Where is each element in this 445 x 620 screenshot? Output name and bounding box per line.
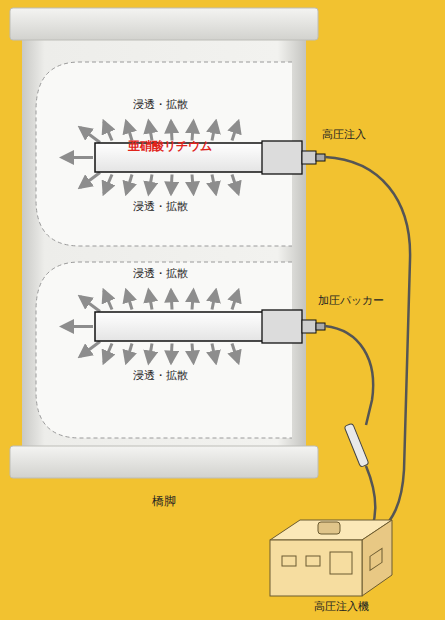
diffusion-arrow [212, 175, 216, 194]
pier-body [22, 38, 306, 448]
injection-machine: 高圧注入機 [270, 520, 392, 596]
diffusion-arrow [232, 344, 238, 363]
diffusion-arrow [126, 291, 132, 310]
diffusion-arrow [212, 291, 216, 310]
diffusion-arrow [212, 344, 216, 363]
diffusion-arrow [149, 291, 152, 310]
diffusion-arrow [192, 122, 193, 141]
diffusion-label: 浸透・拡散 [133, 369, 188, 382]
diffusion-label: 浸透・拡散 [133, 98, 188, 111]
diffusion-arrow [62, 156, 93, 159]
injection-tube: 亜硝酸リチウム [95, 143, 300, 172]
hose [325, 326, 373, 425]
diffusion-zone [36, 262, 292, 438]
hose-handle [344, 423, 369, 467]
diffusion-arrow [149, 175, 152, 194]
packer-label: 加圧パッカー [318, 294, 384, 307]
diffusion-arrow [192, 344, 193, 363]
pier-bottom-cap [10, 446, 318, 478]
injection-label: 高圧注入 [322, 128, 366, 141]
nozzle [302, 151, 316, 164]
machine-front [270, 540, 362, 596]
diffusion-arrow [192, 291, 193, 310]
diffusion-label: 浸透・拡散 [133, 267, 188, 280]
diffusion-arrow [104, 122, 112, 141]
diffusion-arrow [149, 122, 152, 141]
diffusion-arrow [62, 325, 93, 328]
node-label: 高圧注入機 [314, 600, 369, 613]
pressure-packer [262, 310, 302, 343]
diffusion-arrow [170, 175, 174, 194]
diffusion-arrow [192, 175, 193, 194]
machine-panel [330, 552, 352, 574]
machine-side [362, 520, 392, 596]
diffusion-arrow [80, 173, 100, 188]
machine-panel [370, 548, 382, 570]
diffusion-arrow [170, 291, 174, 310]
diffusion-label: 浸透・拡散 [133, 200, 188, 213]
diffusion-arrow [126, 122, 132, 141]
node-label: 亜硝酸リチウム [128, 139, 212, 153]
diffusion-arrow [104, 344, 112, 363]
hose [325, 157, 410, 532]
machine-panel [282, 556, 296, 566]
diffusion-arrow [80, 342, 100, 357]
machine-panel [306, 556, 320, 566]
pressure-packer [262, 141, 302, 174]
hose [366, 466, 375, 528]
nozzle [316, 323, 325, 330]
diffusion-arrow [232, 175, 238, 194]
diffusion-arrow [232, 291, 238, 310]
diffusion-arrow [232, 122, 238, 141]
diffusion-arrow [104, 291, 112, 310]
diffusion-arrow [170, 344, 174, 363]
diffusion-arrow [212, 122, 216, 141]
node-label: 橋脚 [152, 494, 176, 508]
diffusion-arrow [126, 175, 132, 194]
nozzle [302, 320, 316, 333]
diffusion-arrow [149, 344, 152, 363]
machine-cap [318, 522, 340, 534]
nozzle [316, 154, 325, 161]
diffusion-arrow [170, 122, 174, 141]
diffusion-arrow [80, 128, 100, 143]
diffusion-arrow [80, 297, 100, 312]
diffusion-arrow [126, 344, 132, 363]
diffusion-arrow [104, 175, 112, 194]
pier-top-cap [10, 8, 318, 40]
bridge-pier: 橋脚亜硝酸リチウム [10, 8, 318, 478]
